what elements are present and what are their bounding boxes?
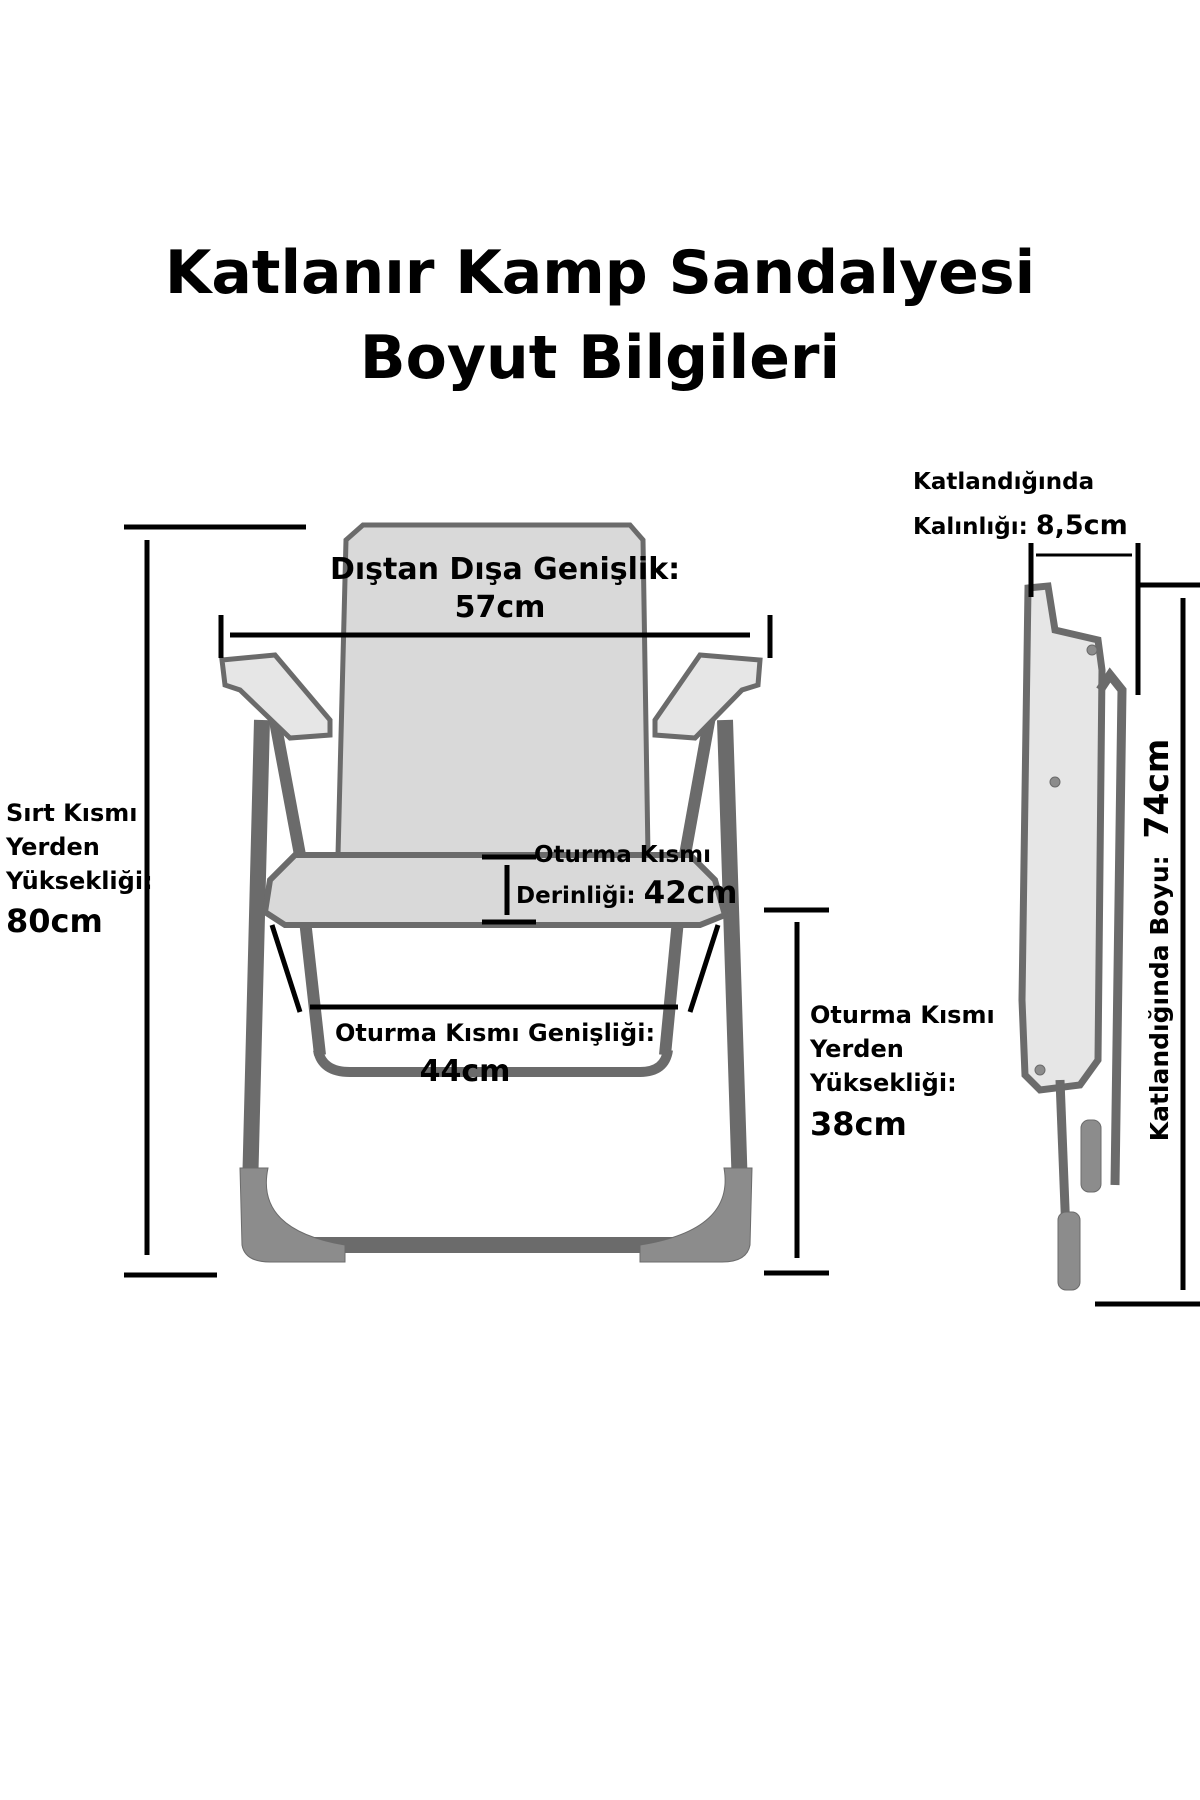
chair-armrest-right (652, 652, 763, 741)
dim-back-height-line3: Yüksekliği: (6, 867, 153, 895)
dim-seat-width-label: Oturma Kısmı Genişliği: 44cm (320, 1016, 670, 1094)
dim-seat-depth-label: Oturma Kısmı Derinliği: 42cm (516, 838, 738, 913)
dim-back-height-label: Sırt Kısmı Yerden Yüksekliği: 80cm (6, 796, 153, 944)
dim-seat-depth-value: 42cm (643, 875, 738, 911)
dim-folded-thickness-value: 8,5cm (1035, 510, 1128, 541)
dim-seat-height-line3: Yüksekliği: (810, 1069, 957, 1097)
folded-chair-foot-upper (1080, 1119, 1102, 1193)
dim-folded-thickness-line2: Kalınlığı: (913, 514, 1028, 540)
title-line-1: Katlanır Kamp Sandalyesi (164, 238, 1036, 308)
dim-seat-depth-line1: Oturma Kısmı (534, 842, 712, 868)
dim-folded-length-text: Katlandığında Boyu: (1145, 855, 1174, 1141)
chair-foot-right (639, 1167, 753, 1263)
title-line-2: Boyut Bilgileri (359, 323, 841, 393)
folded-chair-body (1018, 582, 1106, 1094)
chair-armrest-left (219, 652, 333, 741)
chair-front-view (219, 522, 763, 1263)
chair-lower-frame (313, 1048, 673, 1077)
folded-chair-frame-rail (1096, 667, 1127, 1186)
dim-seat-depth-line2: Derinliği: (516, 883, 636, 909)
dim-seat-width-tick-left (269, 924, 303, 1013)
dim-folded-length-value: 74cm (1137, 739, 1176, 839)
folded-chair-rivet (1034, 1064, 1046, 1076)
dim-seat-height-value: 38cm (810, 1105, 907, 1143)
chair-seat (261, 852, 729, 928)
dim-folded-thickness-line1: Katlandığında (913, 469, 1095, 495)
dimension-lines (124, 524, 1200, 1307)
chair-armrest-post-left (266, 703, 306, 857)
dim-back-height-value: 80cm (6, 902, 103, 940)
chair-armrest-post-right (679, 703, 718, 857)
dim-seat-width-value: 44cm (419, 1054, 511, 1089)
dim-outer-width-value: 57cm (454, 590, 546, 625)
dim-seat-height-label: Oturma Kısmı Yerden Yüksekliği: 38cm (810, 998, 995, 1148)
dim-seat-width-text: Oturma Kısmı Genişliği: (334, 1019, 656, 1047)
folded-chair-foot-lower (1057, 1211, 1081, 1291)
dim-seat-width-tick-right (687, 924, 721, 1013)
chair-folded-view (1018, 582, 1127, 1291)
chair-foot-left (239, 1167, 346, 1263)
dim-outer-width-text: Dıştan Dışa Genişlik: (330, 552, 681, 587)
folded-chair-rivet (1086, 644, 1098, 656)
dim-seat-height-line2: Yerden (810, 1035, 904, 1063)
dim-back-height-line1: Sırt Kısmı (6, 799, 138, 827)
dim-folded-thickness-label: Katlandığında Kalınlığı: 8,5cm (913, 460, 1128, 549)
folded-chair-rivet (1049, 776, 1061, 788)
chair-front-leg-left (299, 919, 326, 1056)
dim-folded-length-label: Katlandığında Boyu: 74cm (1137, 739, 1176, 1142)
dim-back-height-line2: Yerden (6, 833, 100, 861)
dim-seat-height-line1: Oturma Kısmı (810, 1001, 995, 1029)
chair-front-leg-right (659, 919, 684, 1056)
dim-outer-width-label: Dıştan Dışa Genişlik: 57cm (330, 552, 681, 625)
